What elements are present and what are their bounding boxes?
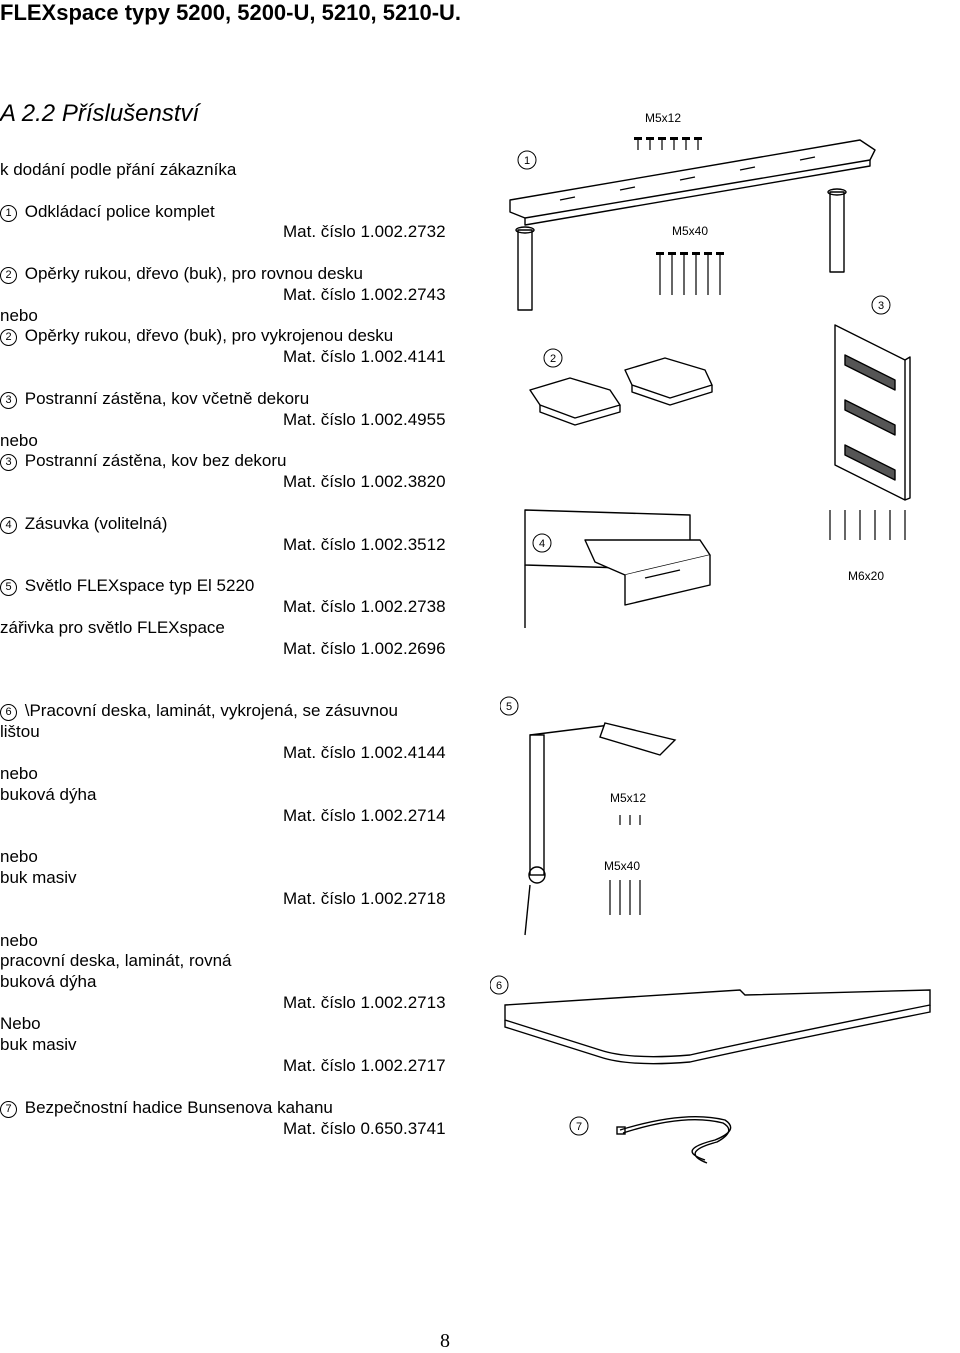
item-6-name: 6 \Pracovní deska, laminát, vykrojená, s… [0,701,398,721]
item-2b-name: 2 Opěrky rukou, dřevo (buk), pro vykroje… [0,326,393,346]
svg-text:3: 3 [878,300,884,312]
number-3-icon: 3 [0,392,17,409]
or-text: nebo [0,847,38,866]
item-6-name-cont: lištou [0,722,40,741]
number-7-icon: 7 [0,1101,17,1118]
document-title: FLEXspace typy 5200, 5200-U, 5210, 5210-… [0,0,462,25]
item-3b-name: 3 Postranní zástěna, kov bez dekoru [0,451,287,471]
hose-illustration: 7 [569,1115,732,1164]
accessories-illustration: M5x12 M5x40 M6x20 1 2 3 4 [509,111,911,628]
item-6d-name-cont: buková dýha [0,972,97,991]
number-3-icon: 3 [0,454,17,471]
item-6d-mat: Mat. číslo 1.002.2713 [283,993,446,1012]
page-number: 8 [440,1330,450,1352]
item-3a-name: 3 Postranní zástěna, kov včetně dekoru [0,389,309,409]
screw-label: M5x12 [645,111,681,125]
item-6c-mat: Mat. číslo 1.002.2718 [283,889,446,908]
svg-text:4: 4 [539,538,545,550]
intro-text: k dodání podle přání zákazníka [0,160,237,179]
item-6-mat: Mat. číslo 1.002.4144 [283,743,446,762]
or-text: Nebo [0,1014,41,1033]
item-7-mat: Mat. číslo 0.650.3741 [283,1119,446,1138]
screw-label: M5x12 [610,791,646,805]
screw-label: M5x40 [672,224,708,238]
or-text: nebo [0,764,38,783]
item-5-mat: Mat. číslo 1.002.2738 [283,597,446,616]
item-6d-name: pracovní deska, laminát, rovná [0,951,232,970]
number-1-icon: 1 [0,205,17,222]
item-3a-mat: Mat. číslo 1.002.4955 [283,410,446,429]
item-4-mat: Mat. číslo 1.002.3512 [283,535,446,554]
worktop-illustration: 6 [490,975,931,1065]
or-text: nebo [0,306,38,325]
item-1-mat: Mat. číslo 1.002.2732 [283,222,446,241]
item-6e-mat: Mat. číslo 1.002.2717 [283,1056,446,1075]
number-5-icon: 5 [0,579,17,596]
number-4-icon: 4 [0,517,17,534]
item-3b-mat: Mat. číslo 1.002.3820 [283,472,446,491]
item-7-name: 7 Bezpečnostní hadice Bunsenova kahanu [0,1098,333,1118]
item-2a-name: 2 Opěrky rukou, dřevo (buk), pro rovnou … [0,264,363,284]
item-6b-mat: Mat. číslo 1.002.2714 [283,806,446,825]
item-5b-mat: Mat. číslo 1.002.2696 [283,639,446,658]
screw-label: M6x20 [848,569,884,583]
section-heading: A 2.2 Příslušenství [0,100,200,127]
item-5-name: 5 Světlo FLEXspace typ El 5220 [0,576,254,596]
screw-label: M5x40 [604,859,640,873]
item-6c-name: buk masiv [0,868,77,887]
item-2b-mat: Mat. číslo 1.002.4141 [283,347,446,366]
svg-text:6: 6 [496,980,502,992]
or-text: nebo [0,431,38,450]
item-6b-name: buková dýha [0,785,97,804]
or-text: nebo [0,931,38,950]
item-2a-mat: Mat. číslo 1.002.2743 [283,285,446,304]
item-1-name: 1 Odkládací police komplet [0,202,215,222]
number-2-icon: 2 [0,329,17,346]
item-4-name: 4 Zásuvka (volitelná) [0,514,167,534]
number-2-icon: 2 [0,267,17,284]
svg-text:5: 5 [506,701,512,713]
number-6-icon: 6 [0,704,17,721]
svg-text:1: 1 [524,155,530,167]
svg-text:2: 2 [550,353,556,365]
lamp-illustration: 5 M5x12 M5x40 [500,696,677,936]
item-6e-name: buk masiv [0,1035,77,1054]
item-5b-name: zářivka pro světlo FLEXspace [0,618,225,637]
svg-text:7: 7 [576,1121,582,1133]
